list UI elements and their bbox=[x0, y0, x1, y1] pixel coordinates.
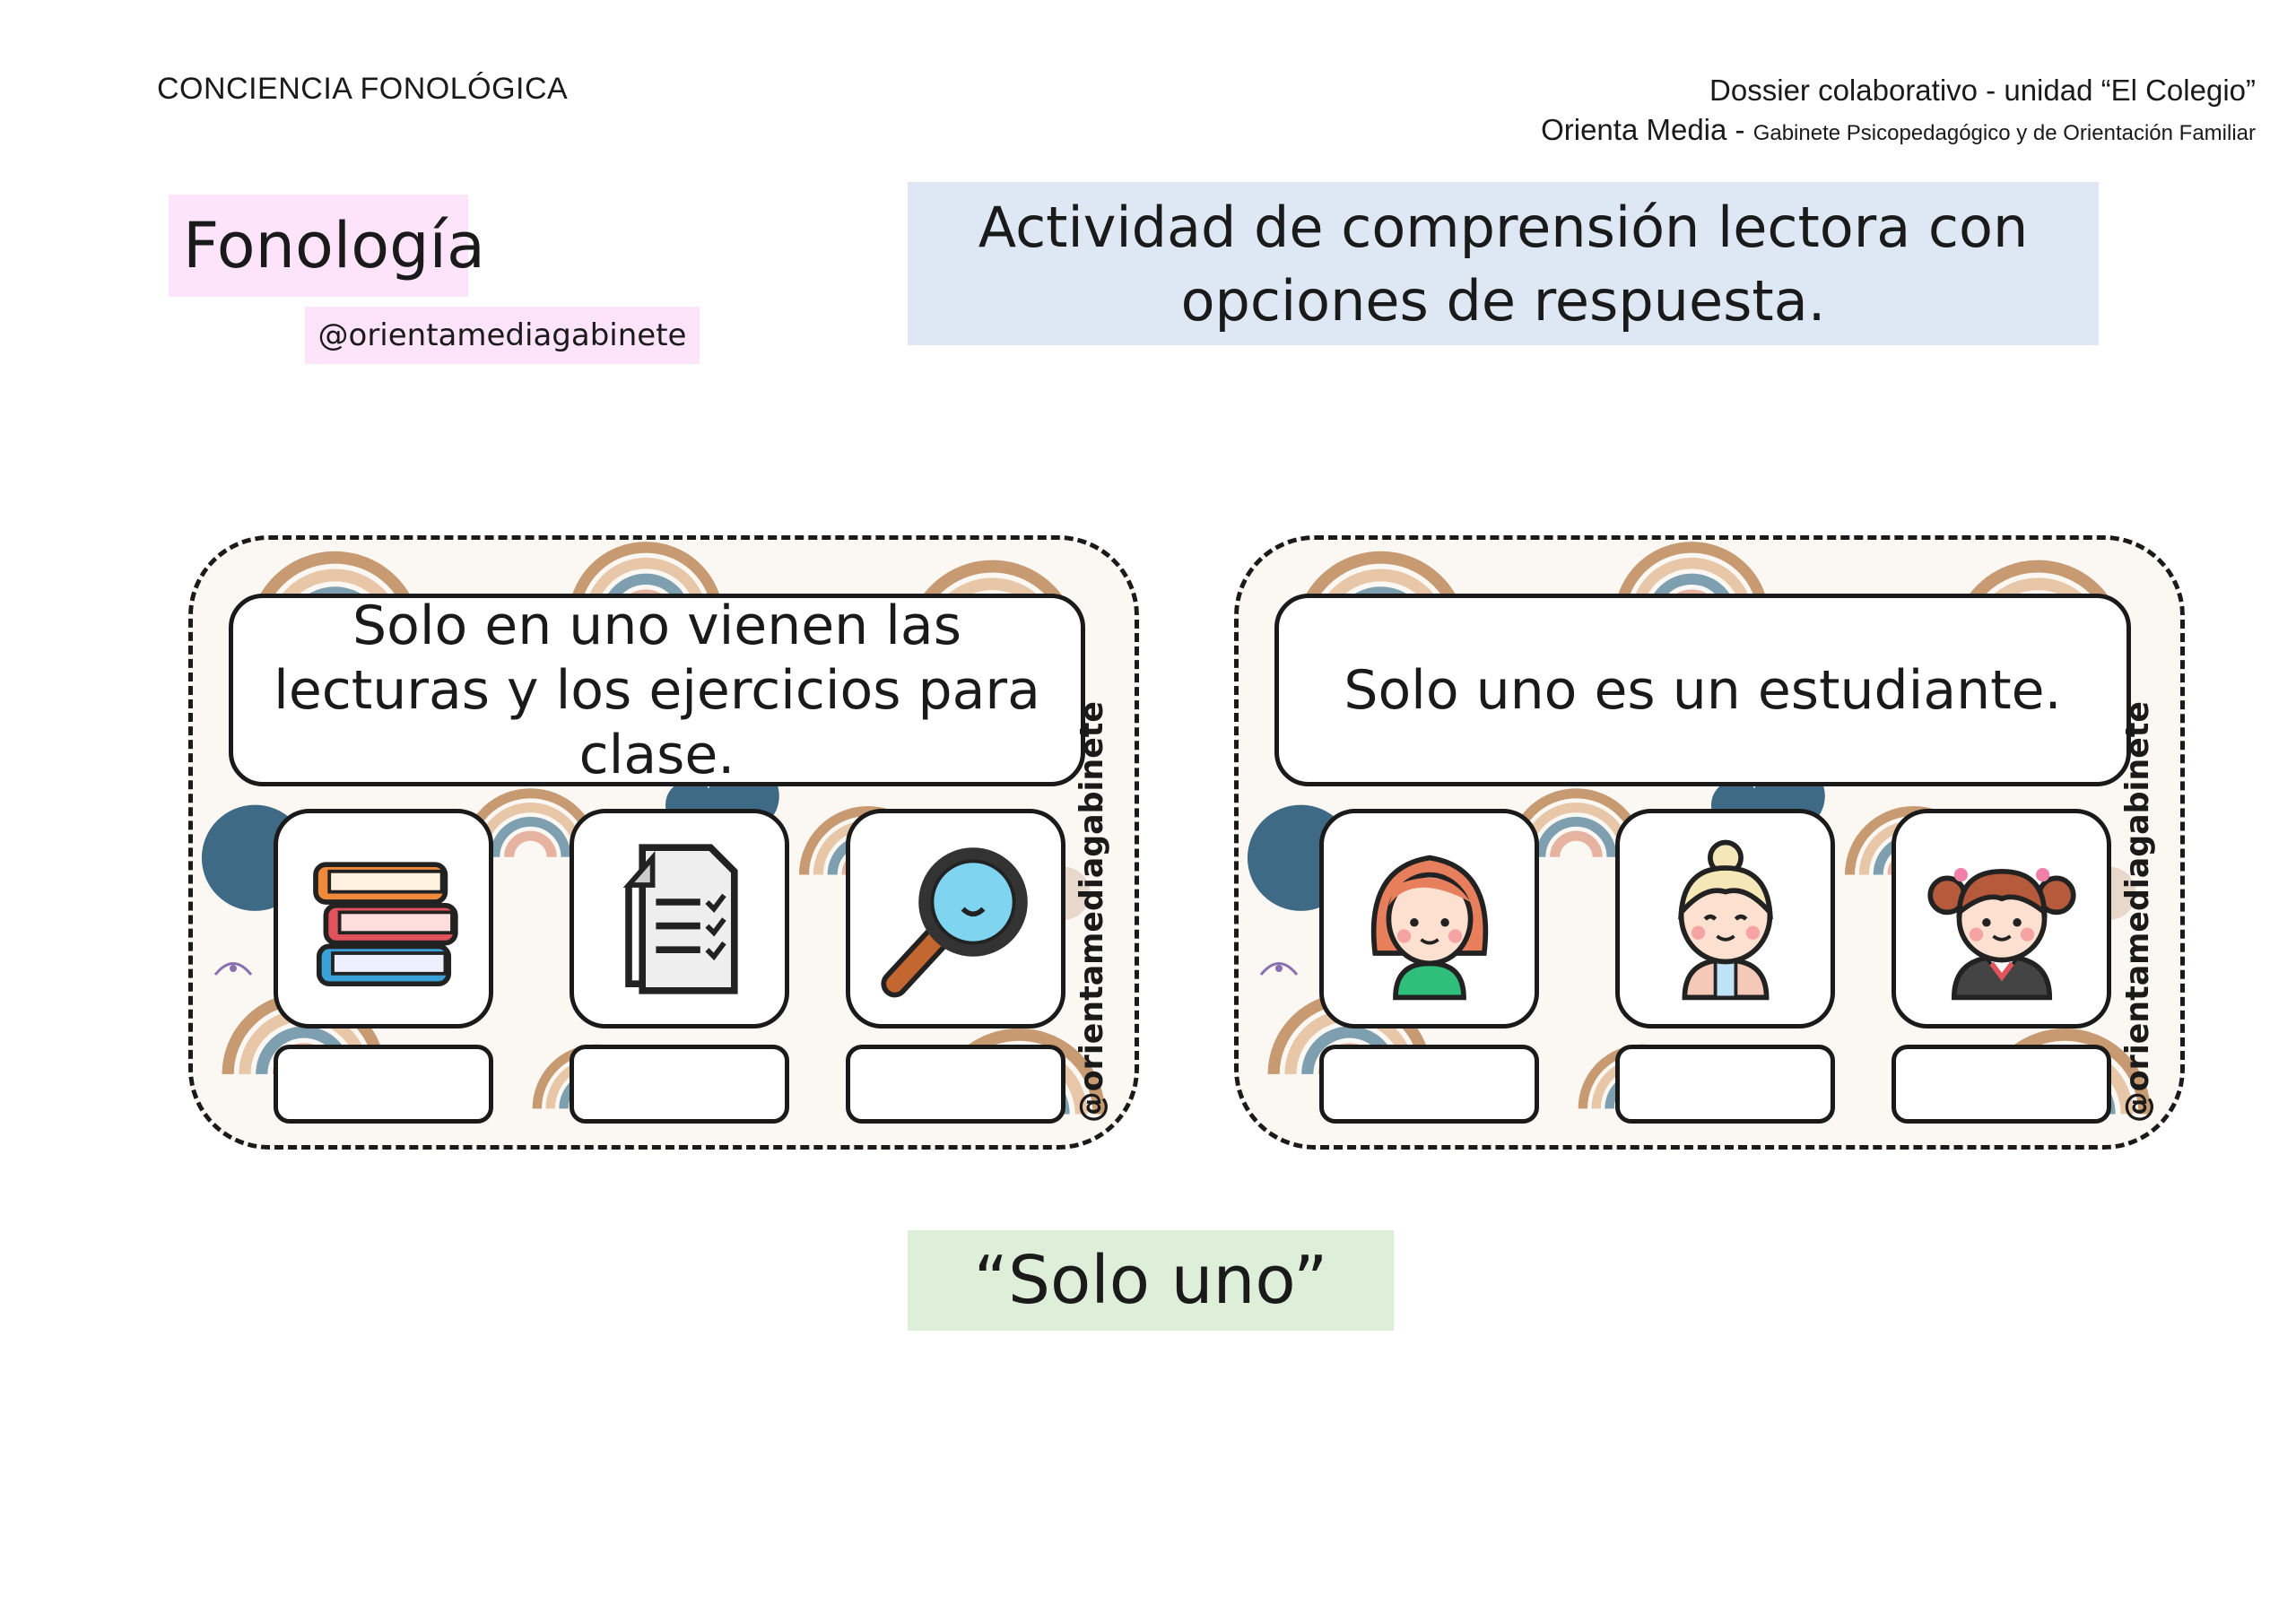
card-2-option-1[interactable] bbox=[1319, 809, 1539, 1028]
card-2: Solo uno es un estudiante. bbox=[1234, 535, 2185, 1150]
header-dossier-title: Dossier colaborativo - unidad “El Colegi… bbox=[1709, 74, 2256, 107]
schoolgirl-icon bbox=[1926, 867, 2076, 1000]
young-woman-icon bbox=[1370, 855, 1488, 1000]
footer-label: “Solo uno” bbox=[908, 1230, 1394, 1331]
books-icon bbox=[312, 861, 458, 986]
card-1-prompt: Solo en uno vienen las lecturas y los ej… bbox=[229, 594, 1085, 786]
card-2-option-2[interactable] bbox=[1615, 809, 1835, 1028]
card-2-answer-3[interactable] bbox=[1892, 1045, 2111, 1124]
card-1: Solo en uno vienen las lecturas y los ej… bbox=[188, 535, 1139, 1150]
header-section-title: CONCIENCIA FONOLÓGICA bbox=[157, 72, 569, 106]
grandmother-icon bbox=[1677, 839, 1773, 1000]
card-1-option-1[interactable] bbox=[274, 809, 493, 1028]
card-2-side-handle: @orientamediagabinete bbox=[2119, 701, 2156, 1123]
mini-logo-icon bbox=[213, 962, 253, 976]
topic-tag: Fonología bbox=[169, 195, 485, 297]
card-2-prompt: Solo uno es un estudiante. bbox=[1274, 594, 2131, 786]
header-organization: Orienta Media - Gabinete Psicopedagógico… bbox=[1541, 113, 2256, 147]
org-subtitle: Gabinete Psicopedagógico y de Orientació… bbox=[1752, 121, 2256, 145]
handle-tag: @orientamediagabinete bbox=[305, 307, 700, 364]
card-2-answer-1[interactable] bbox=[1319, 1045, 1539, 1124]
activity-title: Actividad de comprensión lectora con opc… bbox=[908, 182, 2099, 345]
mini-logo-icon bbox=[1259, 962, 1299, 976]
card-1-side-handle: @orientamediagabinete bbox=[1074, 701, 1110, 1123]
card-1-side-handle-text: @orientamediagabinete bbox=[1074, 701, 1110, 1123]
card-1-option-2[interactable] bbox=[570, 809, 789, 1028]
org-name: Orienta Media - bbox=[1541, 113, 1753, 146]
card-1-answer-1[interactable] bbox=[274, 1045, 493, 1124]
card-1-answer-2[interactable] bbox=[570, 1045, 789, 1124]
card-1-answer-3[interactable] bbox=[846, 1045, 1065, 1124]
card-2-option-3[interactable] bbox=[1892, 809, 2111, 1028]
card-2-side-handle-text: @orientamediagabinete bbox=[2119, 701, 2156, 1123]
magnifying-glass-icon bbox=[880, 846, 1028, 997]
card-1-option-3[interactable] bbox=[846, 809, 1065, 1028]
document-checklist-icon bbox=[622, 843, 738, 994]
card-2-answer-2[interactable] bbox=[1615, 1045, 1835, 1124]
